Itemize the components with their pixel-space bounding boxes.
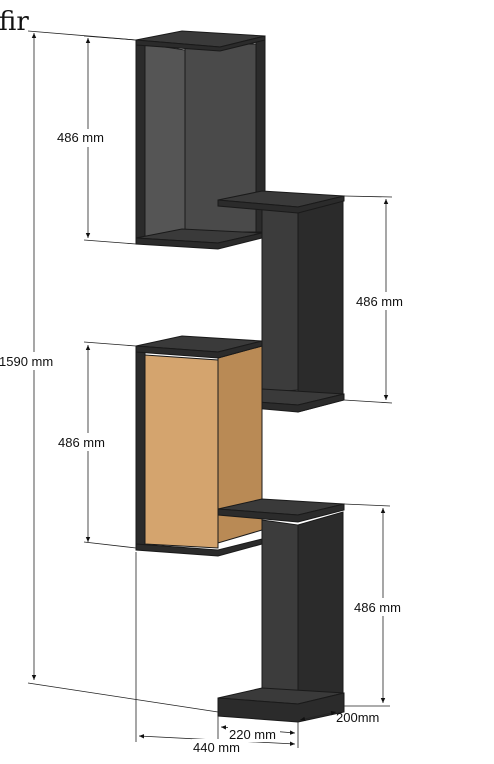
extension-line <box>27 682 219 713</box>
extension-line <box>83 341 137 347</box>
zigzag-wall-shelf <box>135 30 345 723</box>
extension-line <box>343 399 393 404</box>
depth-label: 200mm <box>336 710 379 725</box>
total-width-label: 440 mm <box>193 740 240 755</box>
upper-right-height-label: 486 mm <box>356 294 403 309</box>
dimension-labels: 1590 mm 486 mm 486 mm 486 mm 486 mm 200m… <box>0 129 410 755</box>
extension-line <box>83 239 137 245</box>
top-left-height-label: 486 mm <box>57 130 104 145</box>
extension-line <box>343 195 393 198</box>
total-height-label: 1590 mm <box>0 354 53 369</box>
extension-line <box>343 503 391 507</box>
brand-text: fir <box>0 7 29 37</box>
shelf-module-middle-left-with-door <box>135 335 263 557</box>
extension-line <box>83 35 137 41</box>
lower-right-height-label: 486 mm <box>354 600 401 615</box>
shelf-module-lower-right <box>217 498 345 723</box>
extension-line <box>83 541 137 549</box>
depth-arrow <box>299 710 337 722</box>
module-width-label: 220 mm <box>229 727 276 742</box>
middle-left-height-label: 486 mm <box>58 435 105 450</box>
shelf-module-top-left <box>135 30 266 250</box>
